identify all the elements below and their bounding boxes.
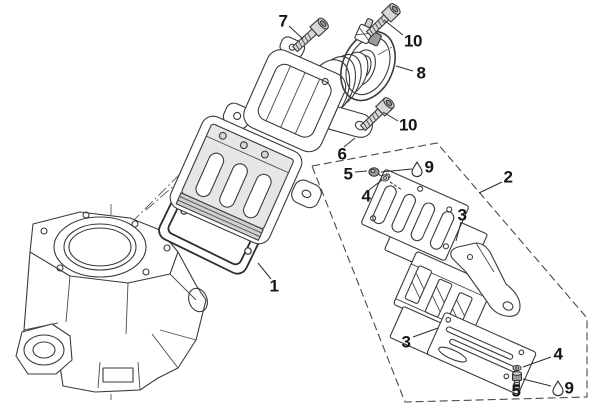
callout-grease-9-upper: 9 [424,157,434,177]
socket-bolt-10-lower [360,97,395,132]
socket-bolt-7 [292,17,329,53]
reed-valve-assembly [169,102,322,245]
callout-clamp-8: 8 [416,63,426,83]
washer-lower [512,364,522,372]
assembly-group-outline [311,142,588,403]
washer-upper [380,174,403,191]
callout-manifold-6: 6 [337,144,347,164]
callout-plate-3-upper: 3 [457,205,467,225]
callout-washer-4-lower: 4 [553,344,563,364]
hose-clamp [340,18,396,102]
lower-gasket-plate [426,312,537,395]
grease-droplet-icon [411,161,423,178]
callout-washer-4-upper: 4 [361,186,371,206]
callout-bolt-10-upper: 10 [404,31,422,51]
callout-bolt-10-lower: 10 [399,115,417,135]
screw-upper [368,167,384,178]
leader-lines [257,19,552,387]
callout-plate-3-lower: 3 [401,332,411,352]
callout-grease-9-lower: 9 [564,378,574,398]
callout-assembly-2: 2 [503,167,513,187]
flange-assembly-exploded [361,167,537,395]
callout-bolt-7: 7 [278,11,288,31]
socket-bolt-10-upper [366,3,401,38]
intake-manifold-flange [243,36,373,153]
screw-lower [511,371,523,390]
callout-screw-5-lower: 5 [511,381,521,401]
callout-screw-5-upper: 5 [343,164,353,184]
engine-cylinder [15,211,208,393]
callout-reed-valve-1: 1 [269,276,279,296]
reed-stopper-plate [361,169,469,261]
flange-bracket [450,242,521,317]
grease-droplet-icon [552,380,564,397]
